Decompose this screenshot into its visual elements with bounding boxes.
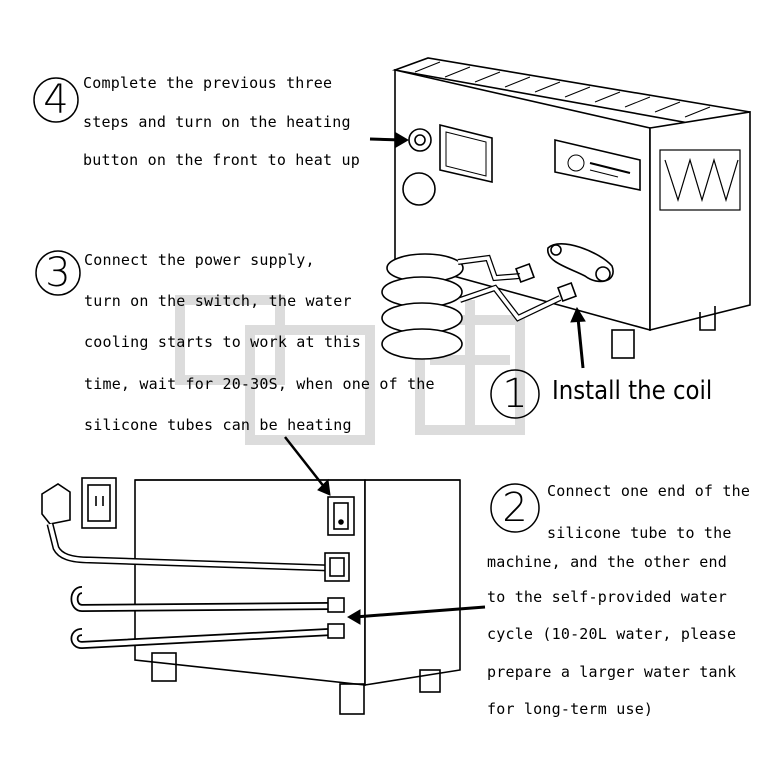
step-3-number: 3 [45, 250, 71, 296]
step-2-line-7: for long-term use) [487, 700, 654, 718]
step-4-line-2: steps and turn on the heating [83, 113, 351, 131]
step-4-line-1: Complete the previous three [83, 74, 333, 92]
bottom-machine [41, 477, 461, 715]
logo-icon [567, 154, 585, 172]
step-2-line-4: to the self-provided water [487, 588, 727, 606]
induction-coil [381, 253, 577, 360]
step-2-line-3: machine, and the other end [487, 553, 727, 571]
display-panel [439, 123, 493, 184]
step-3-circle [35, 250, 81, 296]
pointer-arrows [284, 132, 586, 625]
top-machine [381, 57, 751, 360]
step-4-number: 4 [43, 77, 69, 123]
step-2-line-1: Connect one end of the [547, 482, 751, 500]
step-1-circle [490, 369, 540, 419]
step-4-circle [33, 77, 79, 123]
step-2-line-6: prepare a larger water tank [487, 663, 737, 681]
power-plug [41, 483, 71, 525]
step-2-line-2: silicone tube to the [547, 524, 732, 542]
step-1-number: 1 [502, 371, 528, 417]
heat-button [408, 128, 432, 152]
heatsink-fins [414, 61, 711, 118]
label-plate [554, 138, 641, 191]
water-inlet [327, 597, 345, 613]
step-2-circle [490, 483, 540, 533]
step-4-line-3: button on the front to heat up [83, 151, 360, 169]
step-3-line-3: cooling starts to work at this [84, 333, 361, 351]
control-knob [402, 172, 436, 206]
step-1-text: Install the coil [552, 376, 713, 406]
step-3-line-2: turn on the switch, the water [84, 292, 352, 310]
watermark [175, 295, 525, 445]
side-vents [659, 149, 741, 211]
step-2-number: 2 [502, 485, 528, 531]
water-outlet [327, 623, 345, 639]
step-3-line-5: silicone tubes can be heating [84, 416, 352, 434]
step-2-line-5: cycle (10-20L water, please [487, 625, 737, 643]
step-3-line-4: time, wait for 20-30S, when one of the [84, 375, 435, 393]
step-3-line-1: Connect the power supply, [84, 251, 315, 269]
